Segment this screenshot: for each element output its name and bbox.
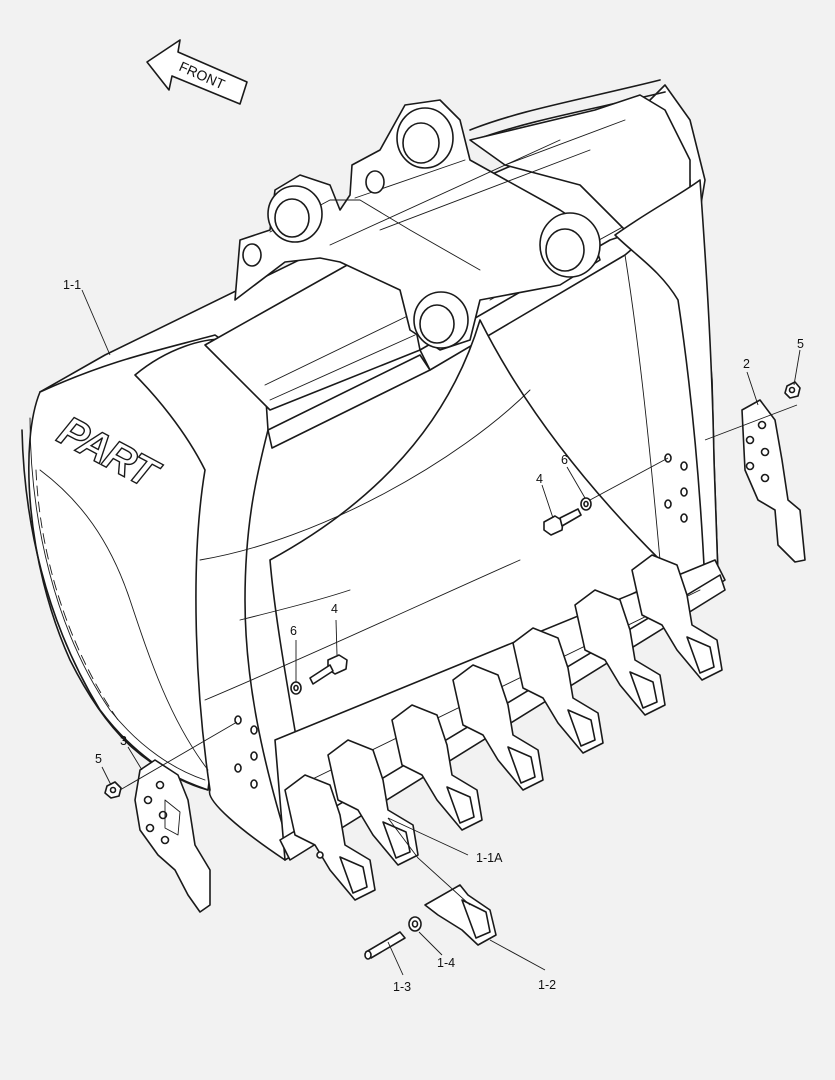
callout-4-right: 4: [536, 472, 543, 486]
tooth-1: [284, 774, 376, 901]
callout-1-1a: 1-1A: [476, 851, 503, 865]
bolt-left: [309, 654, 348, 685]
callout-2: 2: [743, 357, 750, 371]
tooth-4: [452, 664, 544, 791]
washer-right: [580, 497, 592, 511]
nut-right: [784, 381, 801, 399]
callout-5-left: 5: [95, 752, 102, 766]
tooth-point-exploded: [424, 884, 497, 946]
washer-left: [290, 681, 302, 695]
callout-1-3: 1-3: [393, 980, 411, 994]
tooth-6: [574, 589, 666, 716]
callout-3: 3: [120, 734, 127, 748]
side-cutter-right: [741, 399, 806, 563]
callout-1-1: 1-1: [63, 278, 81, 292]
tooth-3: [391, 704, 483, 831]
front-arrow: FRONT: [146, 39, 248, 105]
retainer-pin: [364, 931, 406, 960]
mounting-ears: [234, 99, 601, 351]
callout-6-right: 6: [561, 453, 568, 467]
leader-lines: [81, 289, 801, 976]
pin-boss-1: [267, 185, 323, 243]
callout-6-left: 6: [290, 624, 297, 638]
bucket-teeth: [284, 554, 723, 901]
pin-boss-3: [413, 291, 469, 349]
bolt-right: [543, 508, 582, 536]
nut-left: [104, 781, 122, 799]
pin-boss-4: [539, 212, 601, 278]
right-side-bolt-holes: [664, 453, 688, 523]
callout-1-2: 1-2: [538, 978, 556, 992]
callout-5-right: 5: [797, 337, 804, 351]
tooth-7: [631, 554, 723, 681]
tooth-2: [327, 739, 419, 866]
tooth-5: [512, 627, 604, 754]
pin-boss-2: [396, 107, 454, 169]
callout-labels: 1-1 2 5 4 6 4 6 3 5 1-1A 1-2 1-4 1-3: [63, 278, 804, 994]
side-cutter-left: [134, 759, 211, 913]
retainer-washer: [408, 916, 422, 932]
callout-1-4: 1-4: [437, 956, 455, 970]
callout-4-left: 4: [331, 602, 338, 616]
